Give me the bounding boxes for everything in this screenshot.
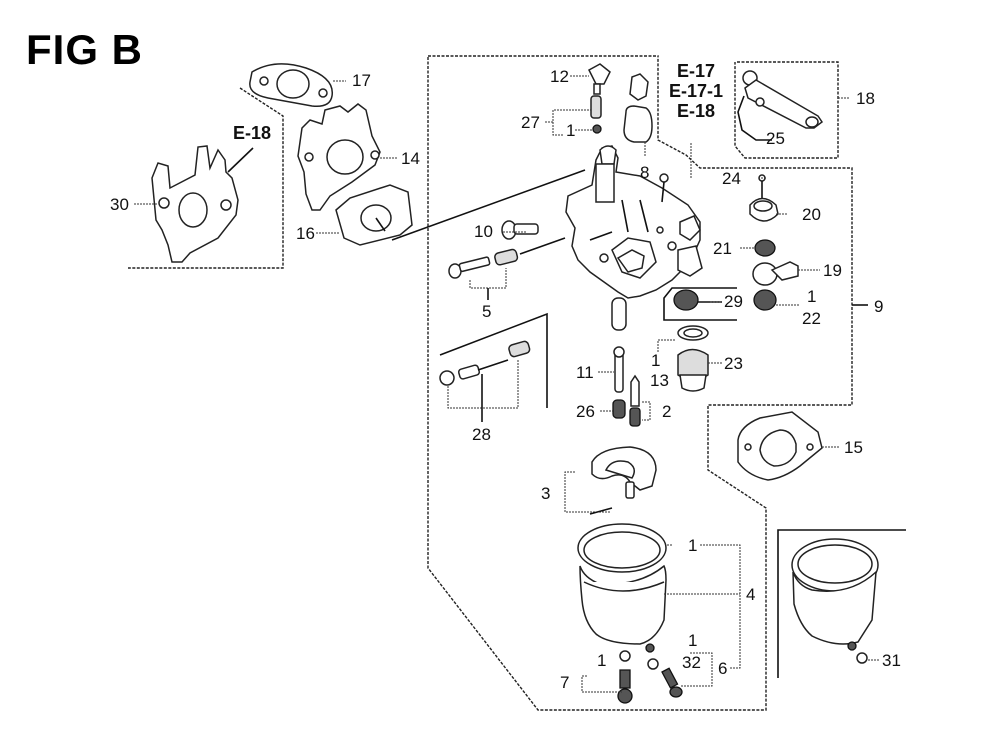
- callout-25: 25: [766, 129, 785, 148]
- callout-27: 27: [521, 113, 540, 132]
- callout-14: 14: [401, 149, 420, 168]
- part-17-gasket: [250, 64, 332, 106]
- callout-15: 15: [844, 438, 863, 457]
- callout-9: 9: [874, 297, 884, 316]
- part-13-23-float-assembly: [658, 326, 708, 391]
- frame-left-section: [128, 88, 283, 268]
- frame-main-section: [428, 56, 658, 57]
- callout-20: 20: [802, 205, 821, 224]
- part-31-float-bowl: [792, 539, 878, 663]
- callout-21: 21: [713, 239, 732, 258]
- part-3-float-chamber-gasket: [565, 447, 656, 514]
- part-8-choke-plate: [624, 74, 652, 156]
- part-10-screw: [502, 221, 538, 239]
- callout-3: 3: [541, 484, 551, 503]
- part-14-insulator-plate: [298, 104, 380, 210]
- callout-32: 32: [682, 653, 701, 672]
- callout-26: 26: [576, 402, 595, 421]
- callout-24: 24: [722, 169, 741, 188]
- ref-label-e18-left: E-18: [233, 123, 272, 143]
- callout-leaders: [134, 76, 880, 660]
- section-frames: [128, 56, 906, 710]
- part-4-float-bowl: [578, 524, 666, 652]
- alignment-line: [392, 170, 585, 240]
- frame-main-outline: [428, 57, 852, 710]
- part-29-float-valve: [664, 288, 737, 320]
- callout-1-float-valve: 1: [807, 287, 817, 306]
- leader-group-4-bracket: [700, 545, 740, 668]
- callout-31: 31: [882, 651, 901, 670]
- part-28-pilot-screw: [440, 340, 531, 422]
- alignment-line-2: [520, 238, 565, 254]
- part-15-gasket: [738, 412, 822, 480]
- callout-13: 13: [650, 371, 669, 390]
- part-18-choke-lever: [738, 71, 822, 140]
- figure-title: FIG B: [26, 26, 143, 73]
- callout-1-bowl-gasket: 1: [688, 536, 698, 555]
- callout-6: 6: [718, 659, 728, 678]
- callout-1-bolt-washer: 1: [597, 651, 607, 670]
- callout-8: 8: [640, 163, 650, 182]
- part-5-throttle-screw: [449, 249, 518, 300]
- part-carburetor-body: [566, 146, 702, 330]
- callout-1-oring: 1: [651, 351, 661, 370]
- callout-2: 2: [662, 402, 672, 421]
- callout-11: 11: [576, 363, 594, 382]
- callout-7: 7: [560, 673, 570, 692]
- part-30-insulator: [152, 146, 253, 262]
- part-7-drain-assembly: [582, 651, 712, 703]
- callout-12: 12: [550, 67, 569, 86]
- callout-10: 10: [474, 222, 493, 241]
- ref-label-e17-1: E-17-1: [668, 81, 724, 101]
- callout-30: 30: [110, 195, 129, 214]
- callout-4: 4: [746, 585, 756, 604]
- callout-16: 16: [296, 224, 315, 243]
- part-20-24-21-19-22: [750, 175, 798, 310]
- part-11-26-2-jets: [613, 347, 650, 426]
- frame-pilot-screw-section: [440, 314, 547, 408]
- callout-22: 22: [802, 309, 821, 328]
- callout-17: 17: [352, 71, 371, 90]
- frame-alt-bowl-section: [778, 530, 906, 678]
- callout-1-drain-washer: 1: [688, 631, 698, 650]
- frame-choke-section: [735, 62, 838, 158]
- part-16-gasket: [336, 185, 412, 245]
- callout-29: 29: [724, 292, 743, 311]
- callout-19: 19: [823, 261, 842, 280]
- callout-18: 18: [856, 89, 875, 108]
- callout-5: 5: [482, 302, 492, 321]
- ref-label-e17: E-17: [676, 61, 716, 81]
- ref-label-e18-center: E-18: [676, 101, 716, 121]
- callout-28: 28: [472, 425, 491, 444]
- callout-23: 23: [724, 354, 743, 373]
- callout-1-choke: 1: [566, 121, 576, 140]
- part-12-27-screw-stack: [589, 64, 610, 133]
